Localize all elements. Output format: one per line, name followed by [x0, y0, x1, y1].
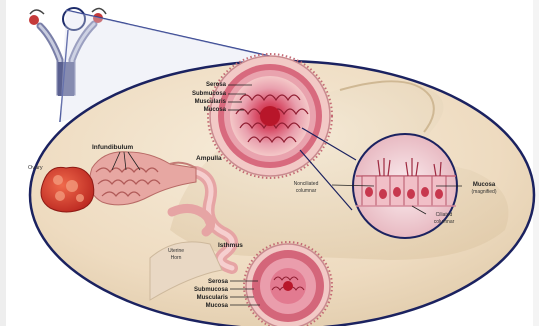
label-mucosa-magnified-2: (magnified) — [471, 189, 496, 195]
label-isthmus: Isthmus — [218, 242, 243, 249]
isthmus-cross-section — [244, 242, 332, 326]
label-infundibulum: Infundibulum — [92, 144, 133, 151]
label-top-submucosa: Submucosa — [192, 91, 227, 97]
label-ciliated-1: Ciliated — [436, 212, 453, 218]
label-ciliated-2: columnar — [434, 219, 455, 225]
label-nonciliated-2: columnar — [296, 188, 317, 194]
label-top-serosa: Serosa — [206, 82, 227, 88]
label-nonciliated-1: Nonciliated — [294, 181, 319, 187]
label-bottom-mucosa: Mucosa — [206, 303, 229, 309]
label-bottom-muscularis: Muscularis — [197, 295, 229, 301]
label-uterine-2: Horn — [171, 255, 182, 261]
label-bottom-serosa: Serosa — [208, 279, 229, 285]
label-ampulla: Ampulla — [196, 155, 222, 162]
label-uterine-1: Uterine — [168, 248, 184, 254]
label-ovary: Ovary — [28, 165, 43, 171]
label-bottom-submucosa: Submucosa — [194, 287, 229, 293]
ovary — [41, 167, 94, 212]
label-mucosa-magnified-1: Mucosa — [473, 182, 496, 188]
label-top-mucosa: Mucosa — [204, 107, 227, 113]
label-top-muscularis: Muscularis — [195, 99, 227, 105]
